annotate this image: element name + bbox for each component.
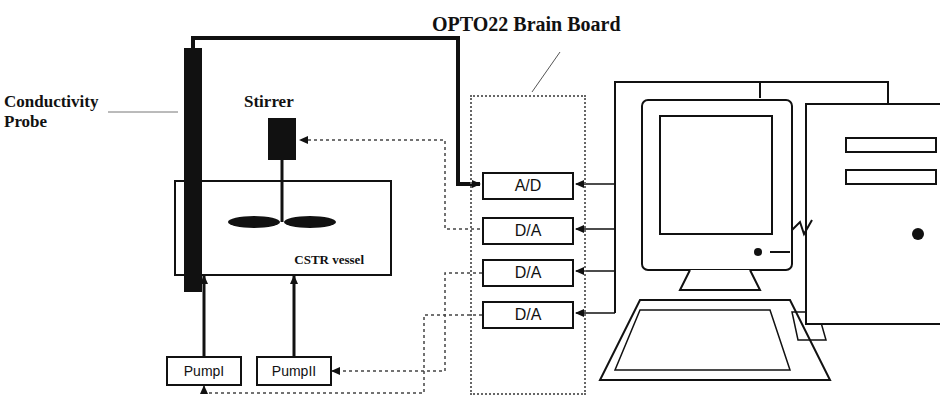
node-text: PumpII [272,363,316,379]
cable [792,220,812,234]
computer-tower [806,104,940,324]
power-led [754,248,762,256]
stirrer-control-wire [300,140,480,229]
node-text: D/A [515,222,542,240]
bus-arrow [576,312,615,314]
keyboard [600,300,830,380]
da-converter-box: D/A [482,301,574,329]
bus-arrow [576,270,615,272]
pump-box: PumpI [166,356,242,386]
impeller-blade [284,216,336,228]
feed-line [203,276,206,356]
bus-arrow [576,228,615,230]
node-text: D/A [515,264,542,282]
leader-line [532,52,560,92]
monitor-screen [660,116,772,234]
ad-converter-box: A/D [482,172,574,200]
impeller-blade [228,216,280,228]
conductivity-probe [184,48,202,292]
node-text: D/A [515,306,542,324]
da-converter-box: D/A [482,259,574,287]
node-text: PumpI [184,363,224,379]
node-text: A/D [515,177,542,195]
probe-signal-wire [193,38,480,184]
control-wire [332,273,482,371]
probe-label: Conductivity Probe [4,92,108,131]
power-button [912,228,924,240]
da-converter-box: D/A [482,217,574,245]
pump-box: PumpII [256,356,332,386]
brain-board: OPTO22 Brain BoardA/DD/AD/AD/A [470,95,586,395]
bus-arrow [576,183,615,185]
drive-bay [846,170,936,184]
stirrer-motor [268,118,296,160]
cstr-vessel: CSTR vessel [174,180,392,276]
stirrer-label: Stirrer [244,92,334,112]
monitor [642,100,792,270]
node-text: OPTO22 Brain Board [432,13,621,36]
leader-line [108,112,178,113]
keyboard-keys [615,310,790,370]
stirrer-shaft [281,160,284,222]
node-text: CSTR vessel [294,252,364,268]
drive-bay [846,138,936,152]
monitor-stand [680,270,760,290]
feed-line [293,276,296,356]
monitor-button [770,251,790,253]
control-wire [204,315,482,393]
